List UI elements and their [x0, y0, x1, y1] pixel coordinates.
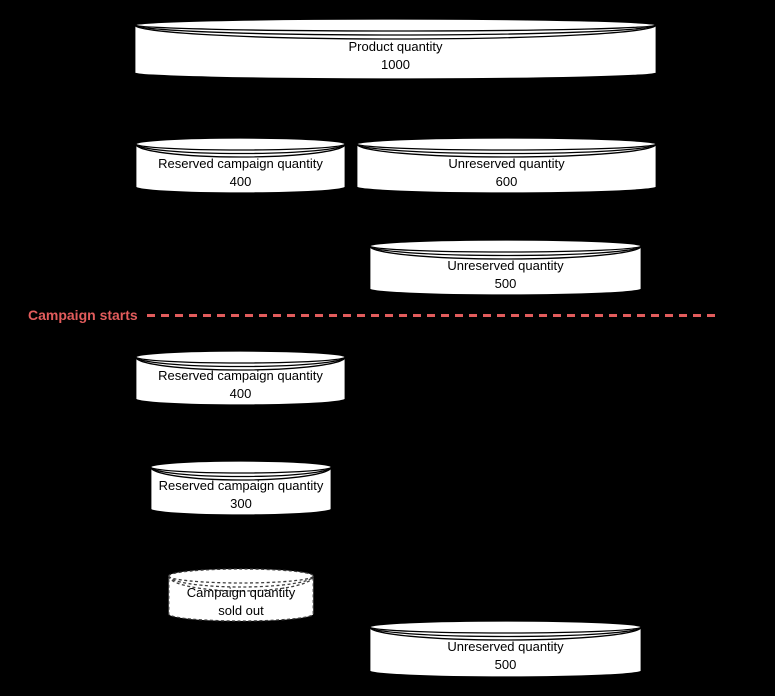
- node-campaign-sold-out: Campaign quantity sold out: [168, 568, 314, 622]
- campaign-starts-dashed-line: [147, 314, 718, 317]
- node-product-quantity: Product quantity 1000: [134, 18, 657, 80]
- node-reserved-campaign-300: Reserved campaign quantity 300: [150, 460, 332, 516]
- node-unreserved-600: Unreserved quantity 600: [356, 137, 657, 194]
- node-unreserved-500-after: Unreserved quantity 500: [369, 620, 642, 678]
- campaign-starts-label: Campaign starts: [28, 307, 138, 323]
- node-unreserved-500-before: Unreserved quantity 500: [369, 239, 642, 296]
- node-reserved-campaign-after: Reserved campaign quantity 400: [135, 350, 346, 406]
- node-reserved-campaign-before: Reserved campaign quantity 400: [135, 137, 346, 194]
